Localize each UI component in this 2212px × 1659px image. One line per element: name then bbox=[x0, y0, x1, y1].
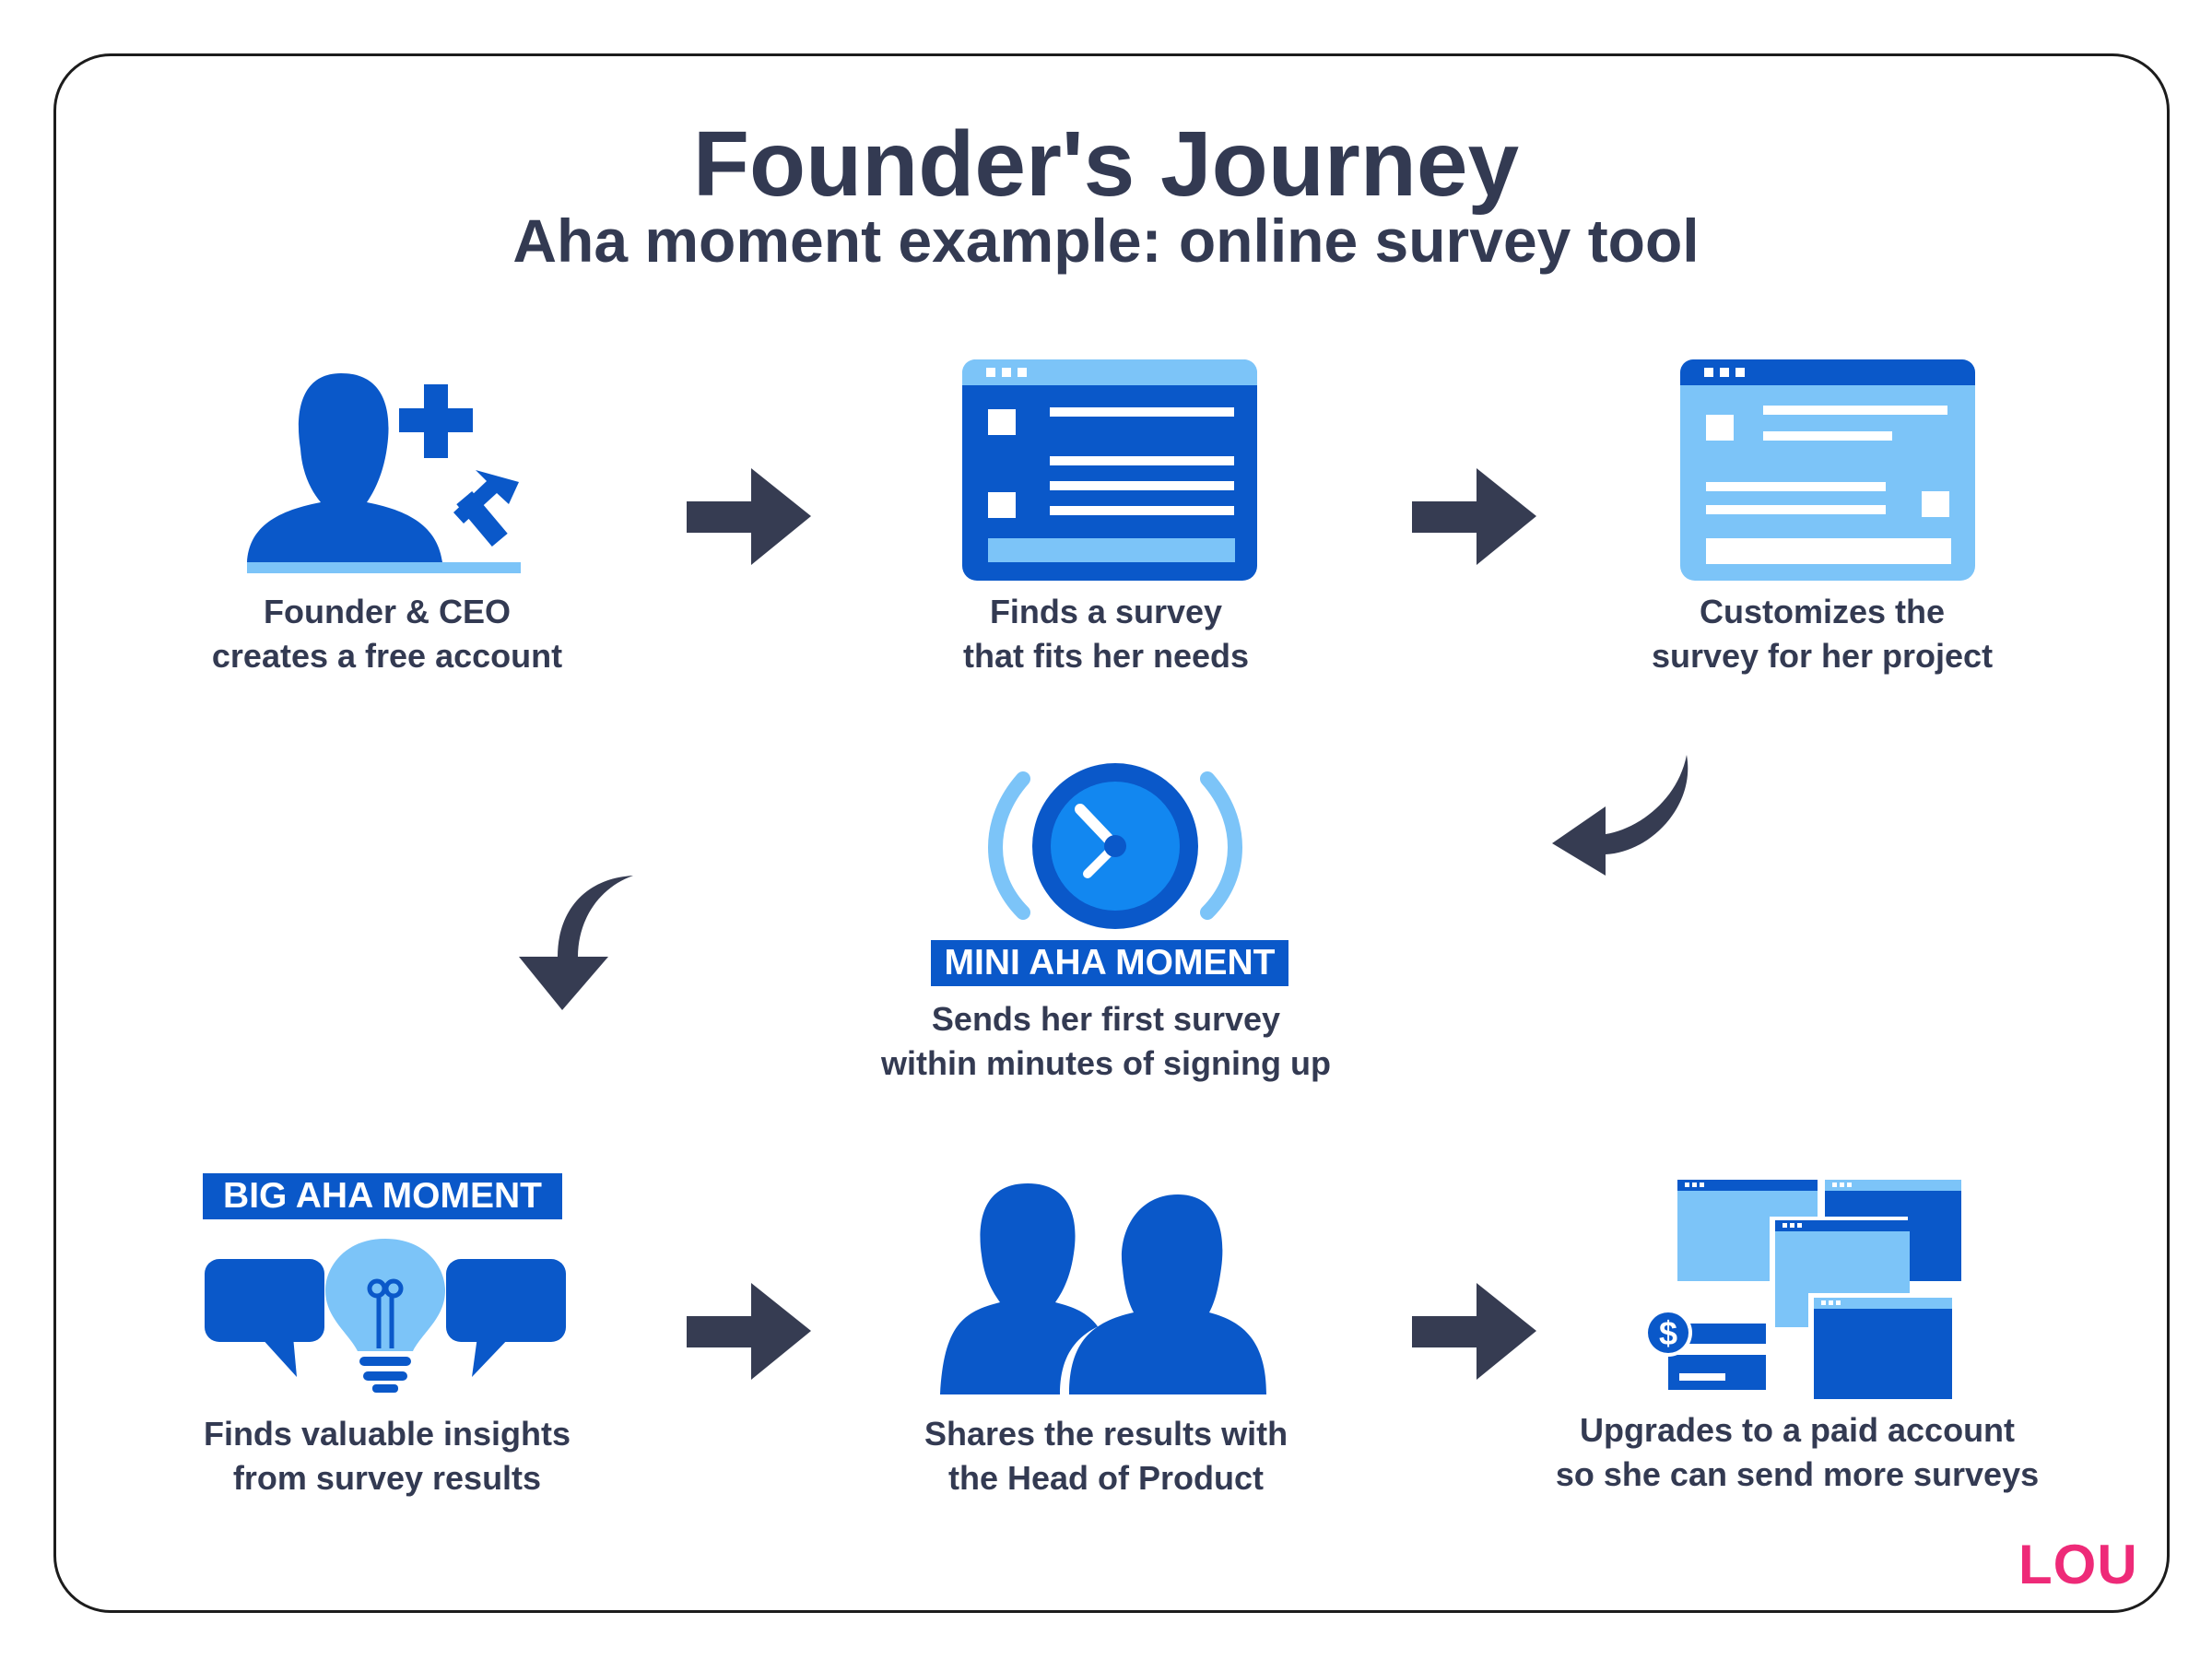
arrow-right-icon bbox=[1412, 468, 1536, 565]
diagram-frame bbox=[53, 53, 2170, 1613]
brand-logo: LOU bbox=[2018, 1534, 2138, 1595]
arrow-right-icon bbox=[687, 1283, 811, 1380]
step-caption-upgrade: Upgrades to a paid account so she can se… bbox=[1555, 1411, 2040, 1493]
curved-arrow-icon bbox=[1552, 755, 1688, 876]
step-caption-share-results: Shares the results with the Head of Prod… bbox=[924, 1415, 1288, 1497]
curved-arrow-icon bbox=[519, 876, 633, 1010]
big-aha-badge: BIG AHA MOMENT bbox=[203, 1173, 562, 1219]
page-subtitle: Aha moment example: online survey tool bbox=[512, 206, 1700, 275]
arrow-right-icon bbox=[1412, 1283, 1536, 1380]
clock-alarm-icon bbox=[988, 763, 1242, 929]
two-people-icon bbox=[940, 1183, 1274, 1394]
arrow-right-icon bbox=[687, 468, 811, 565]
step-caption-insights: Finds valuable insights from survey resu… bbox=[203, 1415, 571, 1497]
survey-template-icon bbox=[962, 359, 1257, 581]
step-caption-send-survey: Sends her first survey within minutes of… bbox=[881, 1000, 1331, 1082]
paid-windows-icon: $ bbox=[1644, 1180, 1961, 1399]
survey-edit-icon bbox=[1680, 359, 1975, 581]
step-caption-customize-survey: Customizes the survey for her project bbox=[1651, 593, 1994, 675]
dollar-symbol: $ bbox=[1659, 1314, 1677, 1352]
step-caption-find-survey: Finds a survey that fits her needs bbox=[962, 593, 1250, 675]
lightbulb-insights-icon bbox=[205, 1239, 566, 1393]
step-caption-create-account: Founder & CEO creates a free account bbox=[211, 593, 563, 675]
page-title: Founder's Journey bbox=[692, 112, 1520, 216]
mini-aha-badge: MINI AHA MOMENT bbox=[931, 940, 1288, 986]
user-plus-icon bbox=[247, 373, 521, 573]
